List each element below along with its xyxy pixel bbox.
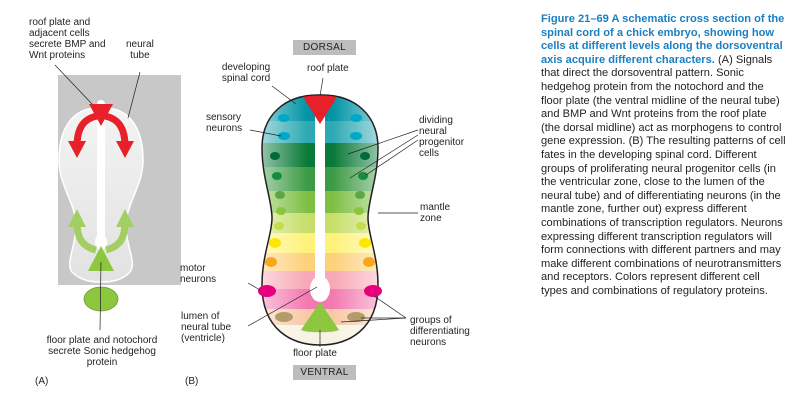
progenitor-dot: [270, 152, 280, 160]
progenitor-dot: [356, 222, 366, 230]
roof-leader-line: [54, 64, 93, 105]
bmp-arrowhead-left: [68, 141, 86, 158]
panel-b-diagram: [247, 77, 419, 347]
floor-plate-a: [88, 246, 114, 271]
sensory-neuron-dot: [278, 132, 290, 140]
bmp-arrowhead-right: [116, 141, 134, 158]
lumen-b-bulb: [310, 276, 330, 302]
progenitor-dot: [355, 191, 365, 199]
dividing-progenitor-label: dividing neural progenitor cells: [419, 115, 465, 159]
differentiating-neuron-dot: [275, 312, 293, 322]
progenitor-dot: [275, 191, 285, 199]
figure-caption: Figure 21–69 A schematic cross section o…: [541, 13, 786, 298]
ventral-label: VENTRAL: [293, 365, 356, 380]
roof-plate-b: [303, 95, 337, 124]
neuron-dots-right: [347, 114, 382, 322]
neuron-dots-left: [258, 114, 293, 322]
shh-arrowhead-right: [116, 209, 134, 227]
roof-plate-a: [89, 104, 113, 126]
sensory-neuron-dot: [350, 132, 362, 140]
neural-tube-lumen: [97, 100, 105, 240]
floor-plate-label-b: floor plate: [293, 348, 337, 359]
progenitor-dot: [358, 172, 368, 180]
sensory-neuron-dot: [278, 114, 290, 122]
fade-right: [333, 95, 378, 345]
interneuron-dot: [359, 238, 371, 248]
lumen-b: [315, 112, 325, 284]
dorsal-label: DORSAL: [293, 40, 356, 55]
roof-plate-label-b: roof plate: [307, 63, 349, 74]
roof-plate-label-a: roof plate and adjacent cells secrete BM…: [29, 17, 106, 61]
motor-neurons-label: motor neurons: [180, 263, 217, 285]
lumen-label: lumen of neural tube (ventricle): [181, 311, 232, 344]
panel-a-letter: (A): [35, 376, 49, 387]
mantle-zone-label: mantle zone: [420, 202, 451, 224]
fade-left: [262, 95, 307, 345]
motor-neuron-dot: [364, 285, 382, 297]
groups-differentiating-label: groups of differentiating neurons: [410, 315, 470, 348]
panel-b-leader-lines: [247, 77, 419, 347]
panel-a-diagram: [54, 64, 181, 331]
developing-spinal-cord-label: developing spinal cord: [221, 62, 271, 84]
progenitor-dot: [272, 172, 282, 180]
floor-leader-line: [99, 261, 102, 331]
floor-plate-notochord-label: floor plate and notochord secrete Sonic …: [46, 335, 158, 368]
sensory-neuron-dot: [350, 114, 362, 122]
differentiating-neuron-dot: [347, 312, 365, 322]
progenitor-dot: [274, 222, 284, 230]
caption-body: (A) Signals that direct the dorsoventral…: [541, 53, 786, 297]
floor-plate-b: [301, 302, 339, 333]
interneuron-dot: [363, 257, 375, 267]
panel-b-letter: (B): [185, 376, 199, 387]
progenitor-dot: [276, 207, 286, 215]
interneuron-dot: [265, 257, 277, 267]
neural-tube-lumen-bulb: [95, 234, 107, 250]
shh-arrowhead-left: [68, 209, 86, 227]
interneuron-dot: [269, 238, 281, 248]
notochord: [83, 286, 119, 312]
sensory-neurons-label: sensory neurons: [206, 112, 243, 134]
tube-leader-line: [127, 71, 141, 119]
motor-neuron-dot: [258, 285, 276, 297]
caption-heading: Figure 21–69 A schematic cross section o…: [541, 13, 785, 66]
neural-tube-label: neural tube: [126, 39, 154, 61]
progenitor-dot: [354, 207, 364, 215]
progenitor-dot: [360, 152, 370, 160]
